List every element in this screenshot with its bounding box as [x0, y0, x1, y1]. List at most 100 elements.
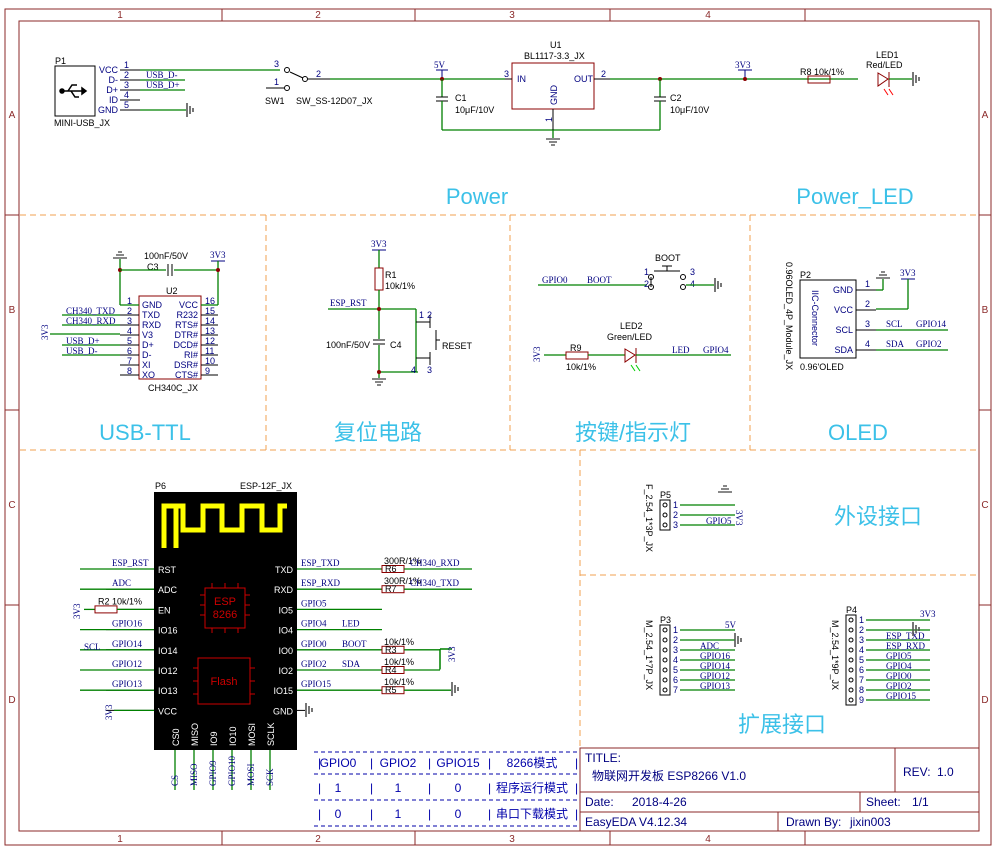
net-label: ADC: [112, 578, 131, 588]
net-3v3: 3V3: [371, 239, 387, 249]
capacitor-c2[interactable]: [654, 96, 666, 102]
col-label: 3: [509, 834, 515, 845]
net-label: GPIO0: [886, 671, 912, 681]
border-labels: 1 2 3 4 1 2 3 4 A B C D A B C D: [8, 10, 988, 845]
u2-pin-num: 1: [127, 296, 132, 306]
boot-pin: 2: [644, 279, 649, 289]
u2-pin-name: DSR#: [174, 360, 198, 370]
col-label: 1: [117, 834, 123, 845]
led2-ref: LED2: [620, 321, 643, 331]
net-label: USB_D+: [66, 336, 100, 346]
c2-value: 10μF/10V: [670, 105, 709, 115]
row-label: C: [981, 500, 988, 511]
r1-ref: R1: [385, 270, 397, 280]
led1-ref: LED1: [876, 50, 899, 60]
p3-header[interactable]: [659, 624, 671, 696]
u2-pin-name: R232: [176, 310, 198, 320]
flash-label: Flash: [211, 676, 238, 688]
sw1-pin: 1: [274, 77, 279, 87]
u2-pin-num: 6: [127, 346, 132, 356]
resistor-r9[interactable]: [565, 351, 589, 360]
net-label: GPIO2: [916, 339, 942, 349]
gnd-symbol: [546, 138, 560, 146]
net-label: GPIO5: [301, 598, 327, 608]
net-label: GPIO15: [301, 679, 332, 689]
net-label: USB_D-: [146, 70, 178, 80]
p5-section: P5 F_2.54_1*3P_JX 123 GPIO5 3V3: [644, 484, 744, 552]
table-cell: 0: [455, 807, 462, 821]
r9-ref: R9: [570, 343, 582, 353]
table-cell: 程序运行模式: [496, 780, 568, 795]
led1-value: Red/LED: [866, 60, 903, 70]
drawn-label: Drawn By:: [786, 815, 841, 829]
oled-connector[interactable]: [799, 279, 857, 359]
esp-pin-name: IO2: [278, 666, 293, 676]
capacitor-c3[interactable]: [167, 264, 173, 276]
c3-ref: C3: [147, 262, 159, 272]
net-3v3: 3V3: [447, 646, 457, 662]
section-title-power: Power: [446, 184, 508, 209]
net-label: GPIO13: [112, 679, 143, 689]
u2-pin-name: V3: [142, 330, 153, 340]
net-label: CH340_TXD: [66, 306, 115, 316]
header-pin-num: 7: [859, 675, 864, 685]
esp8266-chip-logo: [200, 583, 250, 633]
esp-pin-name: GND: [273, 706, 294, 716]
boot-button[interactable]: [648, 265, 686, 290]
resistor-r2[interactable]: [94, 605, 118, 614]
mini-usb-connector[interactable]: [54, 65, 96, 117]
net-label: ADC: [700, 641, 719, 651]
u2-pin-num: 14: [205, 316, 215, 326]
col-label: 4: [705, 10, 711, 21]
p4-part: M_2.54_1*9P_JX: [830, 620, 840, 690]
esp-pin-name: IO5: [278, 605, 293, 615]
net-label: MOSI: [246, 763, 256, 786]
header-pin-num: 8: [859, 685, 864, 695]
u2-pin-name: DCD#: [173, 340, 198, 350]
net-label: ESP_RST: [112, 558, 149, 568]
p5-header[interactable]: [659, 499, 671, 531]
resistor-r8[interactable]: [807, 75, 831, 84]
ch340c-chip[interactable]: [138, 295, 202, 380]
u2-pin-num: 16: [205, 296, 215, 306]
u1-pin: OUT: [574, 74, 594, 84]
capacitor-c1[interactable]: [436, 96, 448, 102]
row-label: C: [8, 500, 15, 511]
net-label: GPIO2: [301, 659, 327, 669]
resistor-r1[interactable]: [374, 267, 384, 291]
resistor-ref: R7: [385, 584, 397, 594]
table-separator: |: [488, 807, 491, 821]
header-pin-num: 4: [859, 645, 864, 655]
u2-pin-num: 11: [205, 346, 214, 356]
net-label: GPIO9: [208, 760, 218, 786]
p4-header[interactable]: [845, 614, 857, 706]
esp-pin-name: RST: [158, 565, 177, 575]
esp-pin-name: IO0: [278, 646, 293, 656]
reset-button[interactable]: [415, 309, 440, 372]
slide-switch[interactable]: [266, 67, 330, 91]
boot-pin: 1: [644, 267, 649, 277]
capacitor-c4[interactable]: [373, 339, 385, 345]
section-title-expand: 扩展接口: [738, 712, 826, 737]
gnd-symbol: [912, 622, 920, 636]
u2-pin-num: 13: [205, 326, 215, 336]
table-cell: 串口下载模式: [496, 807, 568, 821]
table-cell: 0: [455, 781, 462, 795]
u1-pin: 1: [544, 117, 554, 122]
p1-pin-num: 3: [124, 80, 129, 90]
led2-diode[interactable]: [624, 348, 641, 372]
net-5v: 5V: [725, 620, 737, 630]
led1-diode[interactable]: [877, 72, 894, 96]
header-pin-num: 5: [673, 665, 678, 675]
u1-pin: 2: [601, 69, 606, 79]
table-separator: |: [318, 756, 321, 770]
net-label: GPIO16: [112, 619, 143, 629]
sheet-label: Sheet:: [866, 795, 901, 809]
oled-pin-num: 3: [865, 319, 870, 329]
net-3v3: 3V3: [40, 324, 50, 340]
drawn-value: jixin003: [849, 815, 891, 829]
